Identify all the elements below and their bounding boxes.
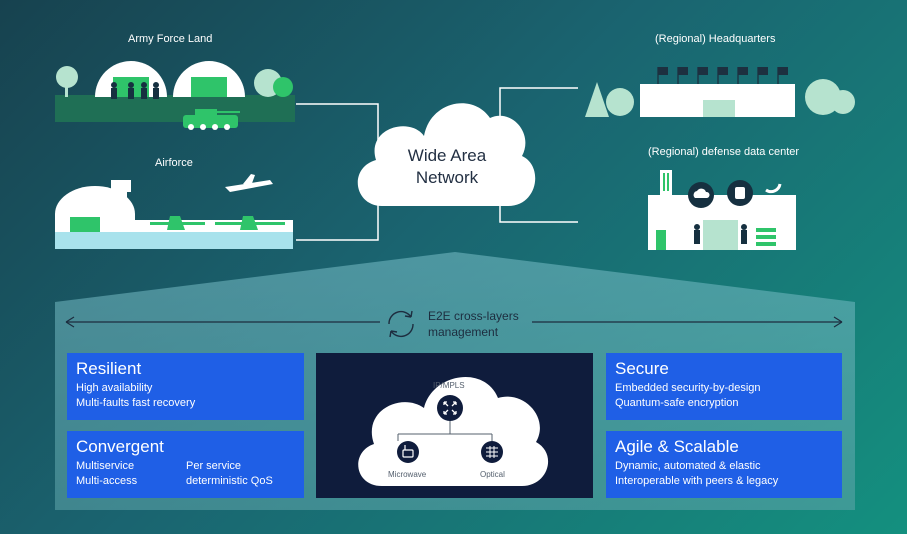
- hq-illustration: [585, 67, 855, 117]
- card-convergent-col2-line-2: deterministic QoS: [186, 475, 273, 487]
- refresh-icon: [388, 310, 414, 338]
- army-label: Army Force Land: [128, 33, 213, 45]
- card-secure-line-1: Embedded security-by-design: [615, 382, 761, 394]
- management-label: E2E cross-layers management: [428, 308, 519, 340]
- ipmpls-label: IP/MPLS: [433, 381, 465, 390]
- datacenter-label: (Regional) defense data center: [648, 146, 800, 158]
- router-icon: [437, 395, 463, 421]
- airforce-illustration: [55, 174, 293, 249]
- wan-title: Wide Area Network: [382, 145, 512, 189]
- optical-label: Optical: [480, 470, 505, 479]
- card-secure-line-2: Quantum-safe encryption: [615, 397, 739, 409]
- management-line-1: E2E cross-layers: [428, 309, 519, 323]
- card-resilient-title: Resilient: [76, 359, 142, 378]
- wan-line-2: Network: [415, 168, 479, 187]
- optical-icon: [481, 441, 503, 463]
- management-line-2: management: [428, 325, 499, 339]
- card-resilient: Resilient High availability Multi-faults…: [67, 353, 304, 420]
- card-convergent-col1-line-2: Multi-access: [76, 475, 138, 487]
- wan-cloud: [357, 103, 536, 206]
- card-agile-line-1: Dynamic, automated & elastic: [615, 460, 761, 472]
- hq-label: (Regional) Headquarters: [655, 33, 776, 45]
- card-convergent-col1-line-1: Multiservice: [76, 460, 135, 472]
- card-convergent: Convergent Multiservice Multi-access Per…: [67, 431, 304, 498]
- card-agile-line-2: Interoperable with peers & legacy: [615, 475, 779, 487]
- card-agile-title: Agile & Scalable: [615, 437, 739, 456]
- wan-line-1: Wide Area: [407, 146, 487, 165]
- management-arrow: [65, 316, 843, 328]
- card-agile: Agile & Scalable Dynamic, automated & el…: [606, 431, 842, 498]
- army-illustration: [55, 61, 295, 130]
- airforce-label: Airforce: [155, 157, 193, 169]
- card-secure-title: Secure: [615, 359, 669, 378]
- card-convergent-col2-line-1: Per service: [186, 460, 242, 472]
- card-secure: Secure Embedded security-by-design Quant…: [606, 353, 842, 420]
- microwave-label: Microwave: [388, 470, 427, 479]
- datacenter-illustration: [648, 170, 796, 250]
- card-resilient-line-2: Multi-faults fast recovery: [76, 397, 196, 409]
- card-resilient-line-1: High availability: [76, 382, 153, 394]
- card-convergent-title: Convergent: [76, 437, 164, 456]
- microwave-icon: [397, 441, 419, 463]
